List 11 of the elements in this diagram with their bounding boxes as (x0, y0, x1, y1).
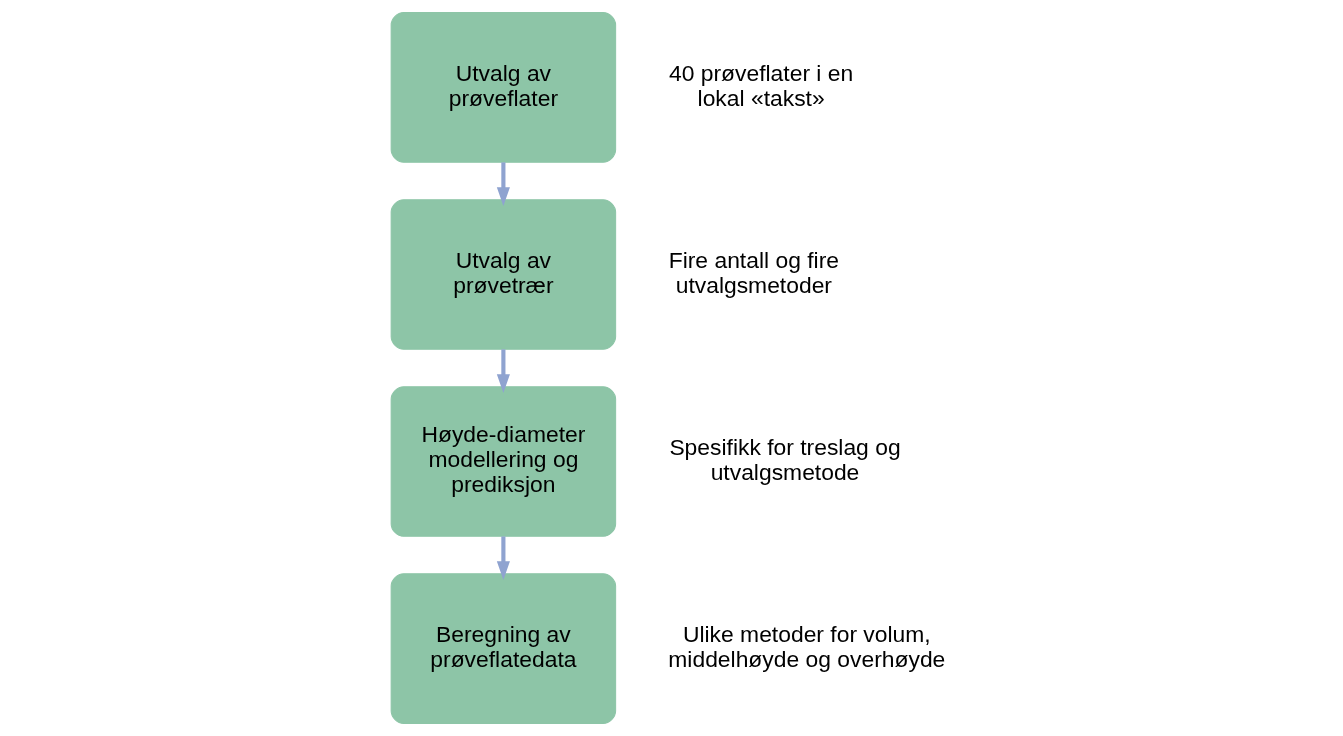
arrow (496, 349, 510, 393)
arrow (496, 162, 510, 206)
node-box: Utvalg av prøvetrær (390, 199, 616, 350)
node-box: Beregning av prøveflatedata (390, 573, 616, 724)
node-label: Ulike metoder for volum, middelhøyde og overhøyde (667, 620, 945, 672)
node-label: Spesifikk for treslag og utvalgsmetode (668, 433, 901, 485)
node-label: 40 prøveflater i en lokal «takst» (668, 59, 853, 111)
node-box: Utvalg av prøveflater (390, 12, 616, 163)
arrow (496, 536, 510, 581)
node-box: Høyde-diameter modellering og prediksjon (390, 386, 616, 537)
node-label: Fire antall og fire utvalgsmetoder (668, 246, 839, 298)
